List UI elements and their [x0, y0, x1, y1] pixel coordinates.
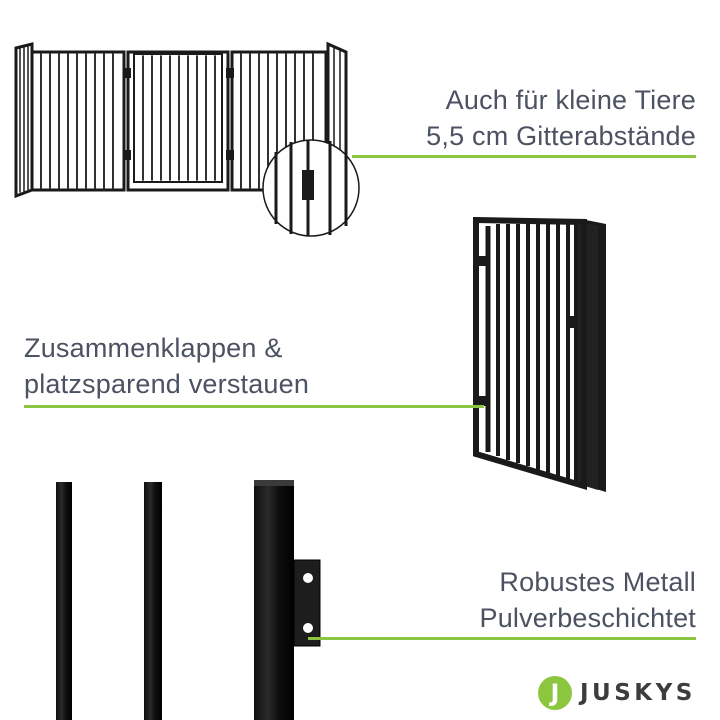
juskys-logo: JUSKYS	[538, 673, 696, 713]
feature-3-accent-line	[308, 637, 696, 640]
feature-3-line-2: Pulverbeschichtet	[479, 603, 696, 633]
feature-1-accent-line	[352, 155, 696, 158]
feature-3-text: Robustes Metall Pulverbeschichtet	[479, 564, 696, 636]
fence-panels-illustration	[14, 41, 360, 237]
feature-2-line-1: Zusammenklappen &	[24, 333, 283, 363]
feature-2-text: Zusammenklappen & platzsparend verstauen	[24, 330, 309, 402]
feature-2-accent-line	[24, 405, 484, 408]
juskys-j-logo-icon	[538, 676, 572, 710]
feature-1-line-1: Auch für kleine Tiere	[445, 85, 696, 115]
feature-3-line-1: Robustes Metall	[499, 567, 696, 597]
feature-2-line-2: platzsparend verstauen	[24, 369, 310, 399]
metal-bars-illustration	[56, 480, 321, 720]
brand-name: JUSKYS	[580, 680, 696, 706]
folded-fence-illustration	[473, 216, 606, 492]
feature-1-text: Auch für kleine Tiere 5,5 cm Gitterabstä…	[426, 82, 696, 154]
feature-1-line-2: 5,5 cm Gitterabstände	[426, 121, 696, 151]
